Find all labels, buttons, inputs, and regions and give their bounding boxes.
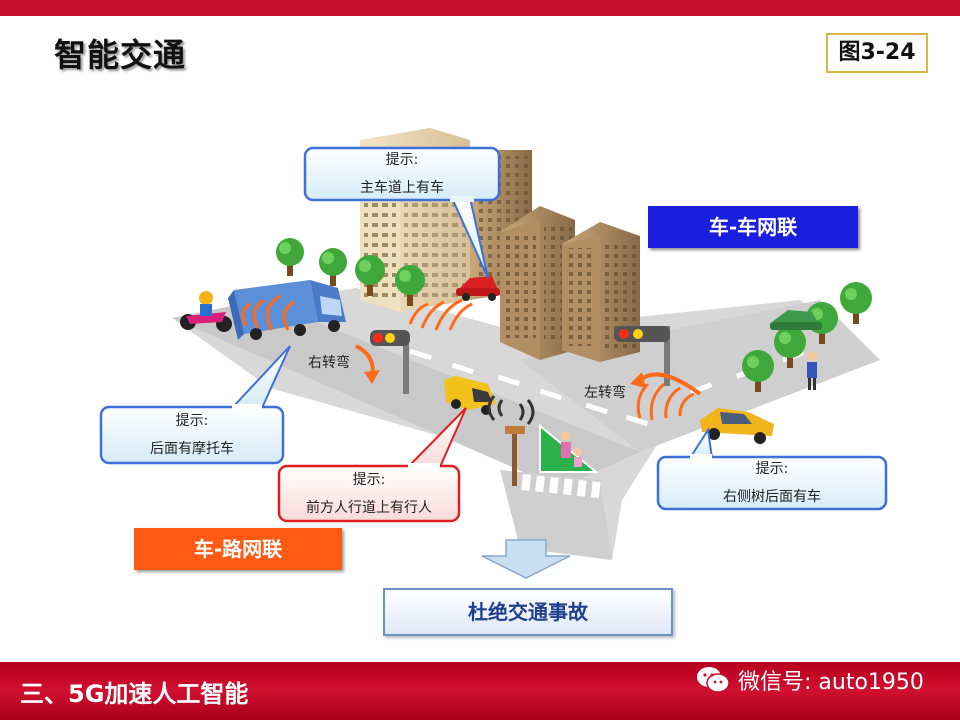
callout-message: 主车道上有车 [360, 180, 444, 196]
roadside-signal-pole [505, 426, 525, 486]
v2r-tag: 车-路网联 [134, 528, 342, 570]
left-turn-label: 左转弯 [584, 385, 626, 401]
wechat-icon [697, 667, 730, 693]
left-turn-arrow [630, 372, 702, 396]
traffic-light-icon [614, 326, 670, 386]
traffic-light-icon [370, 330, 410, 394]
page-title: 智能交通 [54, 36, 187, 74]
right-turn-arrow [355, 344, 380, 384]
section-footer: 三、5G加速人工智能 [20, 680, 249, 708]
car-icon [444, 376, 496, 415]
callout-car-behind-tree-text: 提示: 右侧树后面有车 [658, 455, 886, 511]
pedestrian-icon [807, 351, 817, 390]
callout-pedestrian [277, 407, 467, 523]
callout-main-road-text: 提示: 主车道上有车 [305, 146, 499, 202]
callout-message: 后面有摩托车 [150, 441, 234, 457]
down-arrow [481, 539, 571, 579]
signal-waves [241, 294, 695, 421]
result-box: 杜绝交通事故 [383, 588, 673, 636]
callout-motorcycle-behind [99, 345, 291, 465]
right-turn-label: 右转弯 [308, 355, 350, 371]
wechat-id: 微信号: auto1950 [738, 670, 924, 695]
callout-prefix: 提示: [755, 461, 789, 477]
wechat-watermark: 微信号: auto1950 [696, 660, 924, 700]
motorcycle-icon [180, 291, 232, 332]
callout-prefix: 提示: [385, 152, 419, 168]
top-bar [0, 0, 960, 16]
callout-message: 前方人行道上有行人 [306, 500, 432, 516]
figure-label: 图3-24 [826, 33, 928, 73]
callout-main-road [303, 146, 501, 279]
tree-icon [276, 238, 872, 392]
callout-pedestrian-text: 提示: 前方人行道上有行人 [279, 466, 459, 522]
wireless-waves [487, 395, 535, 425]
callout-prefix: 提示: [352, 472, 386, 488]
car-icon [700, 408, 774, 444]
crosswalk-sign [539, 423, 599, 473]
callout-prefix: 提示: [175, 413, 209, 429]
car-icon [770, 310, 822, 330]
bottom-bar [0, 662, 960, 720]
callout-motorcycle-text: 提示: 后面有摩托车 [101, 407, 283, 463]
callout-message: 右侧树后面有车 [723, 489, 821, 505]
callout-car-behind-tree [656, 427, 888, 511]
car-icon [456, 276, 500, 301]
v2v-tag: 车-车网联 [648, 206, 858, 248]
